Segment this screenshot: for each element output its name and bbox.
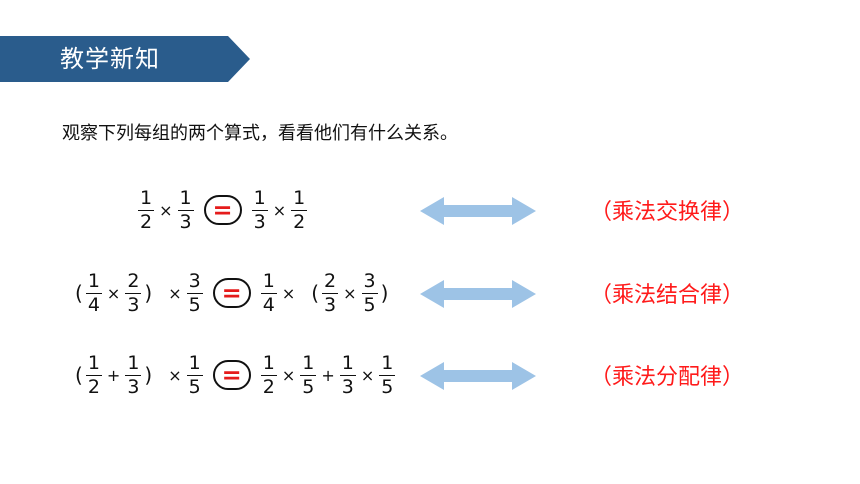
numerator: 1 (293, 186, 306, 209)
denominator: 5 (302, 375, 315, 398)
denominator: 5 (381, 375, 394, 398)
denominator: 3 (341, 375, 354, 398)
fraction: 2 3 (322, 269, 339, 316)
fraction: 1 4 (260, 269, 277, 316)
fraction: 1 5 (300, 351, 317, 398)
fraction: 1 2 (85, 351, 102, 398)
equation-row-commutative: 1 2 × 1 3 = 1 3 × 1 2 （乘法交换律） (0, 180, 860, 240)
numerator: 1 (127, 351, 140, 374)
law-label: （乘法分配律） (590, 365, 745, 390)
numerator: 1 (341, 351, 354, 374)
numerator: 1 (87, 351, 100, 374)
fraction: 1 5 (186, 351, 203, 398)
open-paren: ( (75, 363, 83, 387)
equals-badge: = (212, 278, 251, 308)
numerator: 1 (140, 186, 153, 209)
equals-badge: = (203, 195, 242, 225)
law-label: （乘法交换律） (590, 200, 745, 225)
double-headed-arrow-icon (420, 280, 536, 308)
operator: × (159, 200, 173, 220)
equation: ( 1 2 + 1 3 ) × 1 5 = 1 2 × 1 5 + 1 3 (74, 345, 397, 405)
numerator: 1 (381, 351, 394, 374)
fraction: 1 3 (251, 186, 268, 233)
equation: ( 1 4 × 2 3 ) × 3 5 = 1 4 × ( 2 3 × 3 (74, 263, 389, 323)
operator: × (272, 200, 287, 220)
double-headed-arrow-icon (420, 362, 536, 390)
numerator: 3 (188, 269, 201, 292)
numerator: 1 (302, 351, 315, 374)
fraction: 1 5 (379, 351, 396, 398)
operator: + (106, 365, 121, 385)
denominator: 5 (188, 293, 201, 316)
numerator: 1 (87, 269, 100, 292)
numerator: 3 (363, 269, 376, 292)
operator: × (343, 283, 357, 303)
operator: × (281, 283, 296, 303)
fraction: 1 2 (291, 186, 308, 233)
denominator: 4 (87, 293, 100, 316)
equation: 1 2 × 1 3 = 1 3 × 1 2 (136, 180, 309, 240)
fraction: 2 3 (125, 269, 142, 316)
fraction: 1 2 (138, 186, 155, 233)
close-paren: ) (144, 363, 153, 387)
law-label: （乘法结合律） (590, 283, 745, 308)
denominator: 2 (293, 210, 306, 233)
fraction: 1 4 (85, 269, 102, 316)
denominator: 3 (127, 375, 140, 398)
section-title: 教学新知 (60, 45, 160, 73)
fraction: 1 3 (177, 186, 194, 233)
fraction: 1 3 (125, 351, 142, 398)
operator: × (168, 365, 182, 385)
operator: × (168, 283, 182, 303)
numerator: 1 (262, 269, 275, 292)
operator: × (106, 283, 121, 303)
fraction: 3 5 (186, 269, 203, 316)
denominator: 2 (262, 375, 275, 398)
fraction: 3 5 (361, 269, 378, 316)
operator: × (281, 365, 296, 385)
section-banner: 教学新知 (0, 36, 250, 82)
denominator: 5 (188, 375, 201, 398)
close-paren: ) (380, 281, 389, 305)
numerator: 1 (179, 186, 192, 209)
numerator: 1 (253, 186, 266, 209)
denominator: 3 (324, 293, 337, 316)
equals-badge: = (212, 360, 251, 390)
equation-row-associative: ( 1 4 × 2 3 ) × 3 5 = 1 4 × ( 2 3 × 3 (0, 263, 860, 323)
equation-row-distributive: ( 1 2 + 1 3 ) × 1 5 = 1 2 × 1 5 + 1 3 (0, 345, 860, 405)
banner-shape (0, 36, 250, 82)
denominator: 5 (363, 293, 376, 316)
instruction-text: 观察下列每组的两个算式，看看他们有什么关系。 (62, 123, 458, 144)
open-paren: ( (311, 281, 320, 305)
numerator: 2 (324, 269, 337, 292)
double-headed-arrow-icon (420, 197, 536, 225)
close-paren: ) (144, 281, 153, 305)
denominator: 4 (262, 293, 275, 316)
open-paren: ( (75, 281, 83, 305)
operator: + (321, 365, 335, 385)
numerator: 2 (127, 269, 140, 292)
numerator: 1 (188, 351, 201, 374)
operator: × (360, 365, 375, 385)
denominator: 2 (140, 210, 153, 233)
denominator: 3 (127, 293, 140, 316)
fraction: 1 2 (260, 351, 277, 398)
denominator: 3 (179, 210, 192, 233)
numerator: 1 (262, 351, 275, 374)
denominator: 2 (87, 375, 100, 398)
fraction: 1 3 (339, 351, 356, 398)
denominator: 3 (253, 210, 266, 233)
